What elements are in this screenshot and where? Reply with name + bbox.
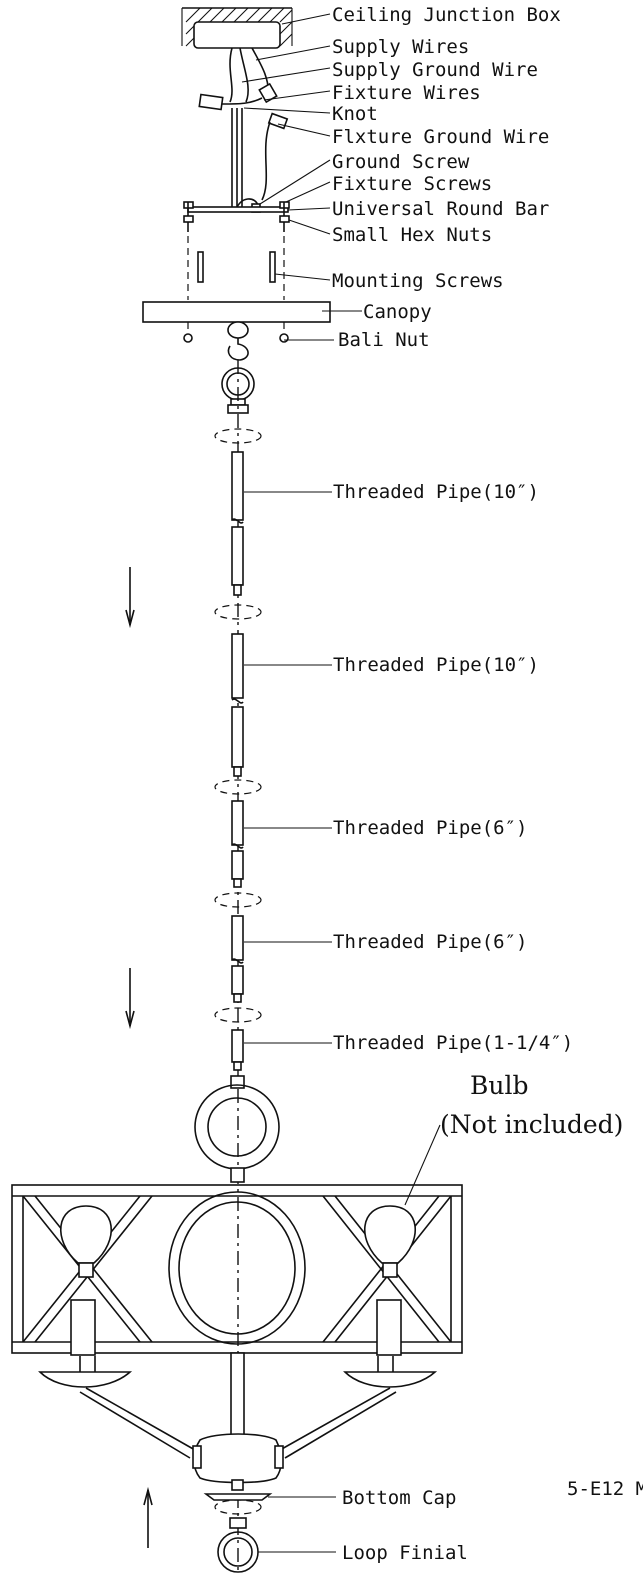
down-arrow-lower bbox=[125, 968, 135, 1030]
label-supply-ground-wire: Supply Ground Wire bbox=[332, 59, 538, 81]
center-body bbox=[192, 1352, 284, 1491]
decorative-ring bbox=[194, 1075, 280, 1183]
arms bbox=[38, 1356, 438, 1459]
threaded-pipe-6-b bbox=[231, 915, 244, 1003]
left-bulb bbox=[60, 1205, 112, 1356]
label-universal-round-bar: Universal Round Bar bbox=[332, 198, 549, 220]
universal-round-bar bbox=[187, 206, 289, 213]
label-fixture-screws: Fixture Screws bbox=[332, 173, 492, 195]
canopy bbox=[142, 301, 331, 323]
label-canopy: Canopy bbox=[363, 301, 432, 323]
ceiling-hatch bbox=[181, 7, 293, 47]
bottom-cap bbox=[203, 1493, 273, 1501]
threaded-pipe-6-a bbox=[231, 800, 244, 888]
label-threaded-pipe-4: Threaded Pipe(6″) bbox=[333, 931, 527, 953]
threaded-pipe-10-a bbox=[231, 451, 244, 596]
wire-nuts bbox=[198, 82, 289, 130]
label-bulb: Bulb bbox=[470, 1071, 528, 1100]
mounting-screws bbox=[187, 236, 285, 300]
label-ground-screw: Ground Screw bbox=[332, 151, 470, 173]
label-knot: Knot bbox=[332, 103, 378, 125]
couplings bbox=[214, 428, 262, 1515]
label-bali-nut: Bali Nut bbox=[338, 329, 430, 351]
label-fixture-wires: Fixture Wires bbox=[332, 82, 481, 104]
label-threaded-pipe-1: Threaded Pipe(10″) bbox=[333, 481, 539, 503]
label-loop-finial: Loop Finial bbox=[342, 1542, 468, 1564]
right-bulb bbox=[364, 1205, 416, 1356]
label-threaded-pipe-3: Threaded Pipe(6″) bbox=[333, 817, 527, 839]
label-model-code: 5-E12 M bbox=[567, 1478, 643, 1500]
down-arrow-upper bbox=[125, 567, 135, 629]
threaded-pipe-10-b bbox=[231, 633, 244, 777]
label-bottom-cap: Bottom Cap bbox=[342, 1487, 456, 1509]
label-threaded-pipe-2: Threaded Pipe(10″) bbox=[333, 654, 539, 676]
label-bulb-note: (Not included) bbox=[440, 1110, 623, 1139]
leader-lines bbox=[241, 13, 441, 1553]
label-fixture-ground-wire: Flxture Ground Wire bbox=[332, 126, 549, 148]
label-supply-wires: Supply Wires bbox=[332, 36, 469, 58]
up-arrow-bottom bbox=[143, 1486, 153, 1548]
label-ceiling-junction-box: Ceiling Junction Box bbox=[332, 4, 561, 26]
bali-nuts bbox=[183, 322, 289, 343]
loop-finial bbox=[217, 1517, 259, 1573]
label-small-hex-nuts: Small Hex Nuts bbox=[332, 224, 492, 246]
label-threaded-pipe-5: Threaded Pipe(1-1/4″) bbox=[333, 1032, 573, 1054]
small-hex-nuts bbox=[183, 215, 290, 223]
threaded-pipe-short bbox=[231, 1029, 244, 1071]
ceiling-hook bbox=[227, 321, 249, 361]
label-mounting-screws: Mounting Screws bbox=[332, 270, 504, 292]
ceiling-junction-box bbox=[193, 21, 281, 49]
fixture-wires bbox=[221, 97, 271, 211]
